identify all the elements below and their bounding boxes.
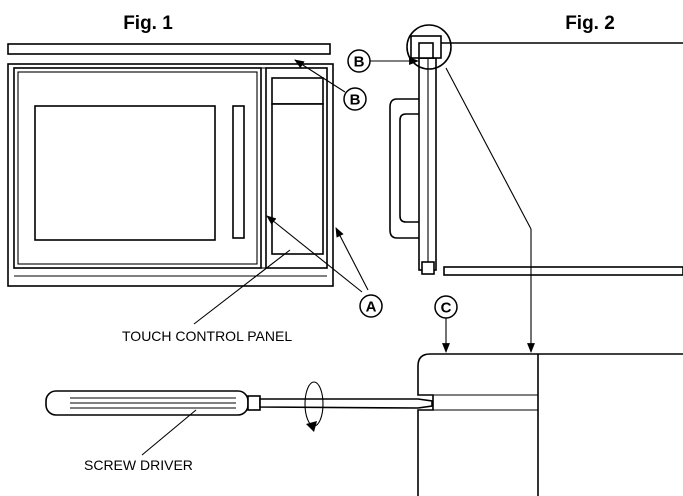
screw-driver-leader — [141, 409, 197, 456]
screwdriver-ferrule — [247, 395, 261, 411]
callout-a-leader-left — [266, 215, 363, 293]
fig1-control-display — [271, 77, 324, 105]
fig2-door-hinge — [418, 42, 434, 59]
fig2-base-plate — [443, 266, 683, 276]
fig1-title: Fig. 1 — [123, 13, 173, 34]
touch-control-panel-leader — [193, 249, 291, 325]
callout-a-letter: A — [366, 299, 377, 316]
touch-control-panel-caption: TOUCH CONTROL PANEL — [122, 328, 292, 344]
fig2-zoom-circle — [406, 24, 452, 70]
fig1-callout-b-circle — [343, 87, 367, 111]
screwdriver — [45, 381, 433, 432]
screw-driver-caption: SCREW DRIVER — [84, 457, 193, 473]
rotation-arrow-icon — [306, 421, 317, 432]
fig2-group: Fig. 2 B — [347, 13, 683, 353]
fig1-group: Fig. 1 B A TOUCH CONTROL PANEL — [7, 13, 383, 344]
screwdriver-shaft — [259, 398, 433, 409]
callout-a-leader-right — [335, 227, 369, 291]
detail-c-cabinet-outline — [417, 353, 683, 496]
fig1-touch-control-panel — [271, 103, 324, 255]
callout-c-letter: C — [441, 300, 452, 317]
fig2-handle-inner — [399, 113, 419, 223]
fig1-callout-b-letter: B — [350, 92, 361, 109]
detail-c-group: C SCREW DRIVER — [45, 295, 683, 496]
detail-connector-diagonal — [445, 67, 532, 230]
fig2-handle-outer — [389, 98, 419, 239]
fig2-title: Fig. 2 — [565, 13, 615, 34]
fig1-callout-b-leader — [294, 59, 346, 93]
fig1-door-handle — [232, 105, 245, 239]
fig2-callout-b-letter: B — [354, 54, 365, 71]
callout-a-circle — [359, 294, 383, 318]
fig1-door-window — [34, 105, 216, 241]
fig1-outer-case-top — [7, 43, 331, 55]
fig1-door-inner-frame — [17, 71, 258, 265]
fig2-door-foot — [421, 261, 435, 275]
